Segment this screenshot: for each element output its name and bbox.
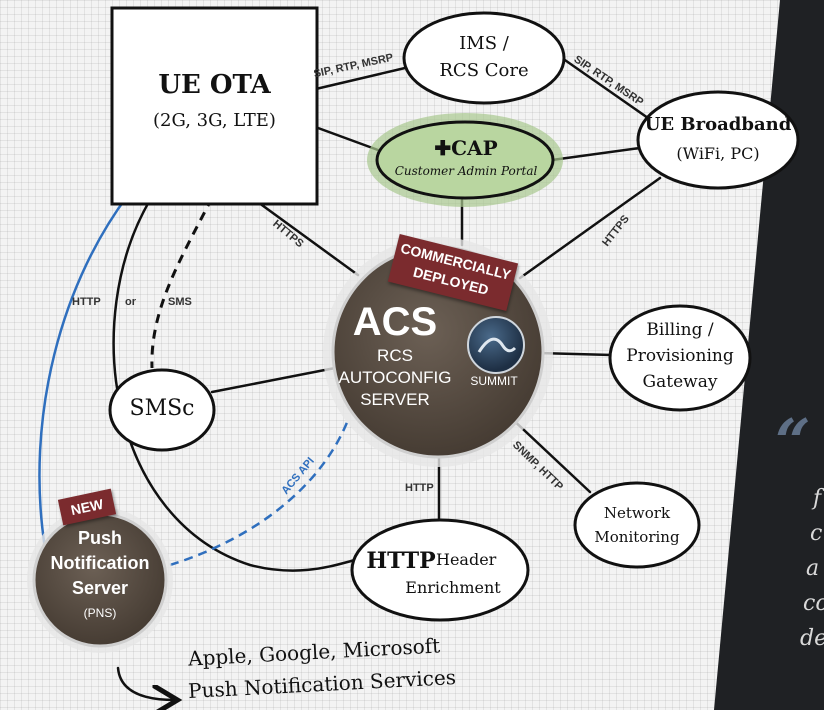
ue-broadband-ellipse <box>636 90 800 190</box>
ue-broadband-subtitle: (WiFi, PC) <box>676 144 760 163</box>
ue-ota-box <box>110 6 319 206</box>
edge-cap-broadband <box>550 146 642 162</box>
edge-ue-ims <box>301 66 407 94</box>
summit-badge: SUMMIT <box>470 374 518 388</box>
http-enrich-title: HTTP <box>366 548 436 574</box>
ue-ota-subtitle: (2G, 3G, LTE) <box>153 110 276 131</box>
http-enrich-line2: Enrichment <box>405 578 501 597</box>
quote-line-5: de <box>800 626 824 651</box>
network-line2: Monitoring <box>594 528 680 546</box>
http-enrich-ellipse <box>350 518 530 622</box>
ims-ellipse <box>402 11 566 105</box>
cap-subtitle: Customer Admin Portal <box>394 164 538 178</box>
quote-line-2: c <box>810 521 823 546</box>
edge-acs-smsc <box>210 366 337 394</box>
network-ellipse <box>573 481 701 569</box>
quote-line-3: a <box>806 556 820 581</box>
summit-logo-icon <box>467 316 525 374</box>
ue-ota-title: UE OTA <box>158 70 271 100</box>
smsc-ellipse <box>108 368 216 452</box>
quote-line-1: f <box>813 486 822 511</box>
edge-ue-cap <box>316 126 380 152</box>
label-http: HTTP <box>72 296 101 308</box>
ims-line2: RCS Core <box>439 60 529 81</box>
cap-title: ✚CAP <box>434 136 498 160</box>
edge-broadband-acs <box>518 176 662 280</box>
billing-line1: Billing / <box>646 320 714 340</box>
smsc-title: SMSc <box>129 396 195 421</box>
billing-line2: Provisioning <box>626 346 734 366</box>
quote-mark: “ <box>775 405 811 478</box>
ims-line1: IMS / <box>459 33 509 54</box>
edge-ue-http-enrich <box>112 198 357 572</box>
network-line1: Network <box>603 504 671 522</box>
quote-line-4: co <box>803 591 824 616</box>
pns-line1: Push <box>77 528 122 548</box>
billing-line3: Gateway <box>642 372 718 392</box>
wave-icon <box>477 337 517 353</box>
pns-line4: (PNS) <box>83 606 117 620</box>
quote-line-0: . <box>822 462 824 484</box>
edge-ue-smsc-dashed <box>150 197 214 369</box>
ue-broadband-title: UE Broadband <box>644 114 792 135</box>
edge-ims-broadband <box>560 56 650 120</box>
label-acs-http: HTTP <box>405 482 434 494</box>
acs-title: ACS <box>352 300 438 344</box>
edge-pns-apple <box>116 666 175 700</box>
label-sms: SMS <box>168 296 192 308</box>
edge-ue-pns-blue <box>38 185 136 549</box>
edge-ue-acs <box>253 198 360 277</box>
pns-line3: Server <box>71 578 129 598</box>
label-or: or <box>125 296 136 308</box>
http-enrich-line1: Header <box>436 550 497 569</box>
acs-line3: SERVER <box>360 390 430 409</box>
cap-ellipse <box>375 120 555 200</box>
acs-line1: RCS <box>377 346 413 365</box>
billing-ellipse <box>608 304 752 412</box>
edge-acs-api-dashed <box>169 419 350 567</box>
pns-line2: Notification <box>50 553 150 573</box>
acs-line2: AUTOCONFIG <box>338 368 452 387</box>
